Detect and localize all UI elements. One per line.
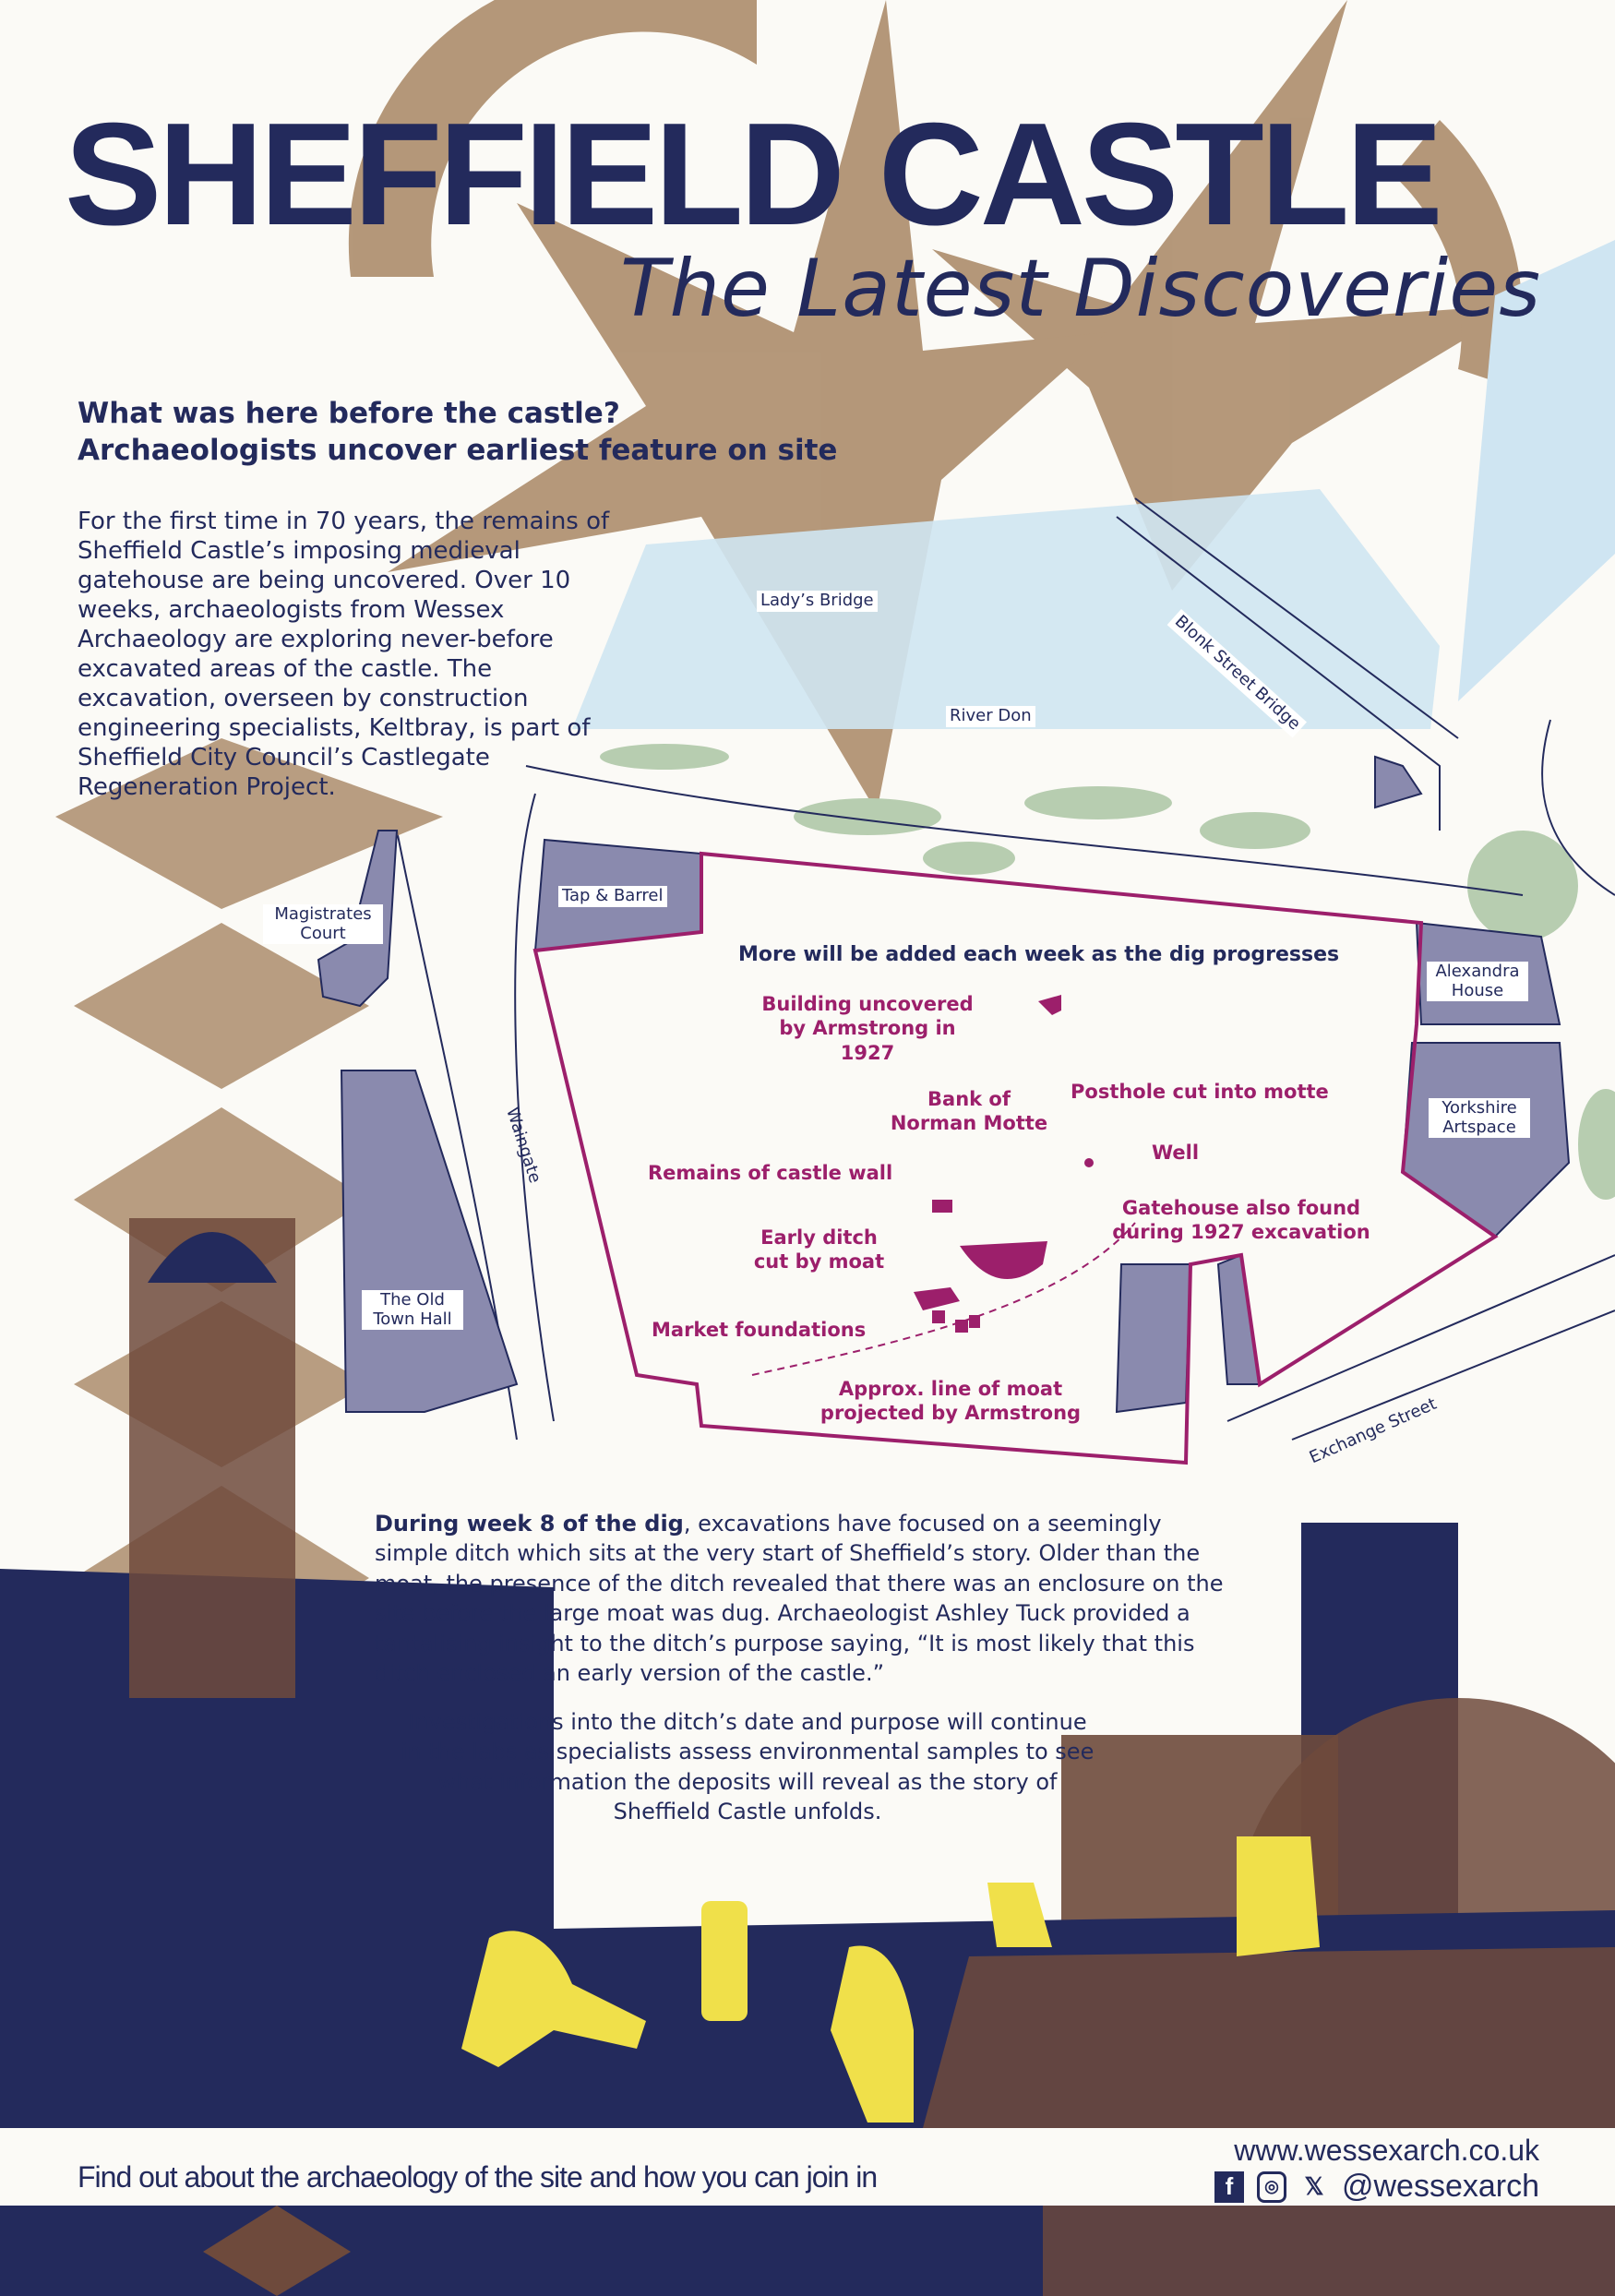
- label-alexandra-house: Alexandra House: [1427, 962, 1528, 1002]
- find-posthole: Posthole cut into motte: [1071, 1081, 1329, 1103]
- yorkshire-artspace-building: [1401, 1042, 1571, 1238]
- skyline-illustration: [0, 1218, 1615, 2141]
- website-link[interactable]: www.wessexarch.co.uk: [1234, 2134, 1539, 2167]
- facebook-icon[interactable]: f: [1214, 2170, 1244, 2203]
- poster-subtitle: The Latest Discoveries: [620, 243, 1541, 335]
- find-moat-line: Approx. line of moat projected by Armstr…: [819, 1378, 1082, 1425]
- week-lead: During week 8 of the dig: [375, 1511, 684, 1537]
- river-don: [572, 489, 1440, 729]
- x-icon[interactable]: 𝕏: [1304, 2172, 1324, 2200]
- archaeologist-figures: [461, 1836, 1320, 2123]
- label-river-don: River Don: [946, 706, 1035, 727]
- find-building-1927: Building uncovered by Armstrong in 1927: [761, 993, 974, 1064]
- instagram-icon[interactable]: ◎: [1256, 2170, 1286, 2203]
- poster-title: SHEFFIELD CASTLE: [65, 93, 1443, 256]
- find-castle-wall: Remains of castle wall: [648, 1162, 893, 1184]
- heading-line: What was here before the castle?: [78, 397, 620, 430]
- investigations-paragraph: Investigations into the ditch’s date and…: [401, 1709, 1095, 1825]
- week-8-paragraph: During week 8 of the dig, excavations ha…: [375, 1509, 1233, 1688]
- find-well: Well: [1152, 1142, 1200, 1164]
- find-bank-norman-motte: Bank of Norman Motte: [890, 1088, 1048, 1135]
- footer-band: [0, 2128, 1615, 2206]
- article-heading: What was here before the castle? Archaeo…: [78, 395, 837, 470]
- label-tap-and-barrel: Tap & Barrel: [558, 886, 667, 907]
- intro-paragraph: For the first time in 70 years, the rema…: [78, 508, 610, 801]
- find-markers: [914, 995, 1094, 1333]
- label-ladys-bridge: Lady’s Bridge: [757, 591, 878, 612]
- footer-cta: Find out about the archaeology of the si…: [78, 2160, 878, 2194]
- social-links: f ◎ 𝕏 @wessexarch: [1214, 2169, 1539, 2205]
- social-handle[interactable]: @wessexarch: [1341, 2169, 1539, 2204]
- map-note: More will be added each week as the dig …: [738, 943, 1340, 966]
- label-yorkshire-artspace: Yorkshire Artspace: [1429, 1098, 1530, 1139]
- heading-line: Archaeologists uncover earliest feature …: [78, 434, 838, 468]
- find-market-foundations: Market foundations: [652, 1319, 867, 1341]
- week-body: , excavations have focused on a seemingl…: [375, 1511, 1224, 1686]
- find-gatehouse: Gatehouse also found during 1927 excavat…: [1112, 1197, 1370, 1244]
- compass-rose-graphic: [348, 0, 1523, 812]
- castle-site-boundary: [532, 851, 1499, 1465]
- label-old-town-hall: The Old Town Hall: [362, 1290, 463, 1331]
- find-early-ditch: Early ditch cut by moat: [753, 1226, 885, 1274]
- label-magistrates-court: Magistrates Court: [263, 904, 383, 945]
- old-town-hall-building: [340, 1070, 519, 1413]
